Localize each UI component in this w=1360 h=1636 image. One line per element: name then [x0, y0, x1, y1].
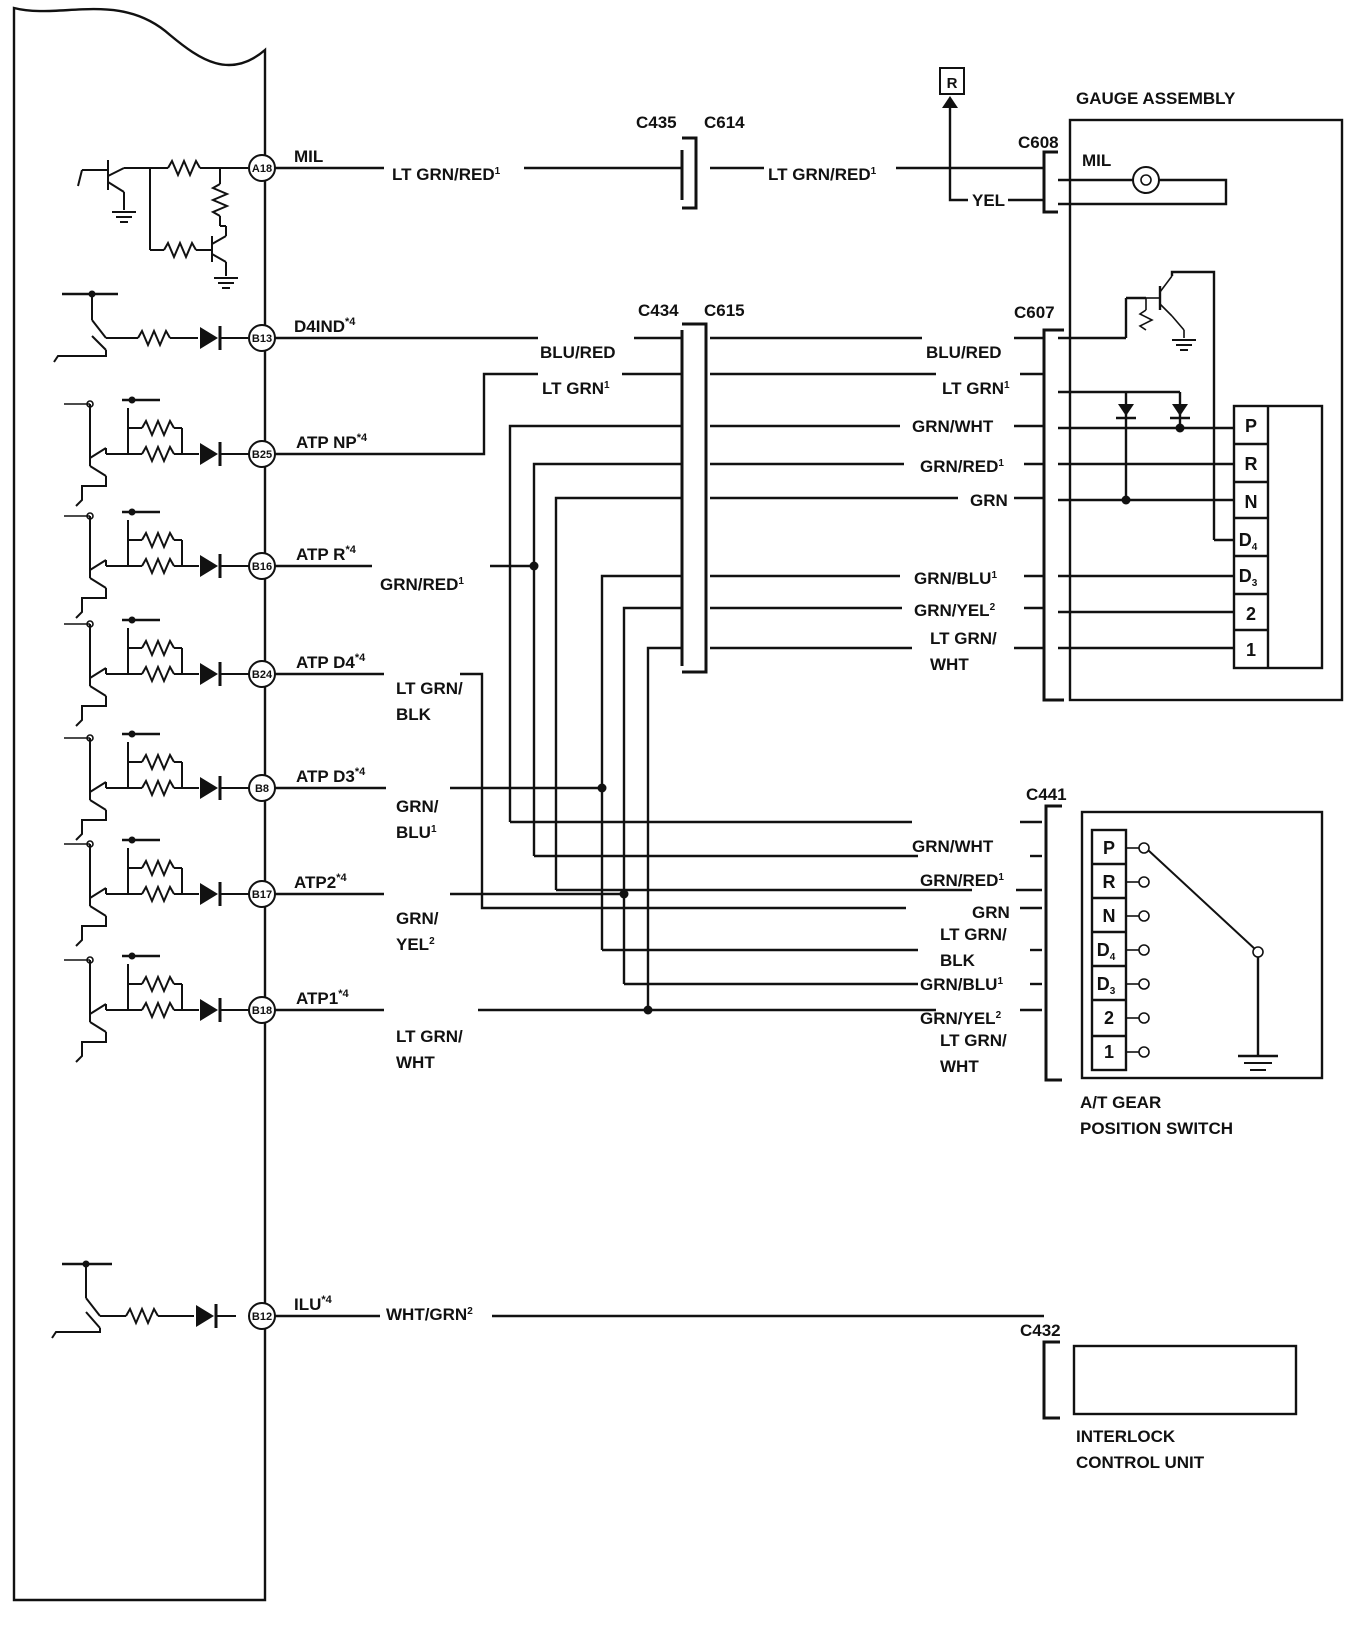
- svg-text:LT GRN/: LT GRN/: [940, 1031, 1007, 1050]
- svg-text:BLK: BLK: [396, 705, 432, 724]
- svg-text:GRN/RED1: GRN/RED1: [920, 457, 1004, 476]
- label-gauge-assembly: GAUGE ASSEMBLY: [1076, 89, 1236, 108]
- svg-text:BLU1: BLU1: [396, 823, 437, 842]
- signal-d4ind: D4IND*4: [294, 316, 356, 336]
- svg-text:LT GRN/: LT GRN/: [930, 629, 997, 648]
- ecm-outline: [12, 6, 267, 1602]
- label-c434: C434: [638, 301, 679, 320]
- label-c607: C607: [1014, 303, 1055, 322]
- signal-mil: MIL: [294, 147, 323, 166]
- svg-text:GRN/RED1: GRN/RED1: [380, 575, 464, 594]
- svg-text:N: N: [1245, 492, 1258, 512]
- svg-text:GRN/: GRN/: [396, 909, 439, 928]
- ecm-pin-circles: A18 B13 B25 B16 B24 B8 B17 B18 B12: [248, 154, 276, 1330]
- connector-brackets: [680, 136, 1064, 1420]
- svg-text:LT GRN/: LT GRN/: [396, 1027, 463, 1046]
- svg-text:GRN/BLU1: GRN/BLU1: [920, 975, 1003, 994]
- ecm-internal-circuits: [51, 160, 251, 1339]
- svg-text:P: P: [1245, 416, 1257, 436]
- label-c435: C435: [636, 113, 677, 132]
- label-gauge-mil: MIL: [1082, 151, 1111, 170]
- svg-text:GRN: GRN: [970, 491, 1008, 510]
- svg-text:BLU/RED: BLU/RED: [540, 343, 616, 362]
- svg-text:LT GRN/RED1: LT GRN/RED1: [768, 165, 877, 184]
- svg-text:GRN/WHT: GRN/WHT: [912, 837, 994, 856]
- component-labels: GAUGE ASSEMBLY MIL C435 C614 C608 C434 C…: [636, 89, 1236, 1472]
- svg-text:2: 2: [1104, 1008, 1114, 1028]
- svg-text:D3: D3: [1097, 974, 1116, 997]
- pin-b8: B8: [255, 783, 269, 795]
- svg-text:WHT/GRN2: WHT/GRN2: [386, 1305, 473, 1324]
- wire-paths: [275, 96, 1044, 1318]
- svg-text:GRN/YEL2: GRN/YEL2: [920, 1009, 1002, 1028]
- svg-text:D4: D4: [1097, 940, 1116, 963]
- pin-b18: B18: [252, 1005, 272, 1017]
- interlock-control-unit: [1072, 1344, 1298, 1416]
- svg-text:WHT: WHT: [940, 1057, 979, 1076]
- r-reference: R: [939, 67, 965, 95]
- gauge-assembly: P R N D4 D3 2 1: [1058, 118, 1344, 702]
- svg-text:GRN/RED1: GRN/RED1: [920, 871, 1004, 890]
- svg-text:LT GRN1: LT GRN1: [542, 379, 610, 398]
- svg-text:WHT: WHT: [930, 655, 969, 674]
- label-switch-1: A/T GEAR: [1080, 1093, 1161, 1112]
- svg-text:R: R: [947, 75, 958, 92]
- label-switch-2: POSITION SWITCH: [1080, 1119, 1233, 1138]
- pin-b16: B16: [252, 561, 272, 573]
- label-c441: C441: [1026, 785, 1067, 804]
- svg-text:N: N: [1103, 906, 1116, 926]
- svg-text:YEL2: YEL2: [396, 935, 435, 954]
- signal-ilu: ILU*4: [294, 1294, 333, 1314]
- svg-text:1: 1: [1246, 640, 1256, 660]
- signal-atp2: ATP2*4: [294, 872, 347, 892]
- label-c614: C614: [704, 113, 745, 132]
- svg-text:GRN/BLU1: GRN/BLU1: [914, 569, 997, 588]
- signal-atp-np: ATP NP*4: [296, 432, 368, 452]
- svg-text:BLU/RED: BLU/RED: [926, 343, 1002, 362]
- pin-b17: B17: [252, 889, 272, 901]
- svg-text:R: R: [1245, 454, 1258, 474]
- label-c615: C615: [704, 301, 745, 320]
- svg-text:LT GRN/: LT GRN/: [396, 679, 463, 698]
- svg-text:GRN/: GRN/: [396, 797, 439, 816]
- svg-text:R: R: [1103, 872, 1116, 892]
- svg-text:LT GRN/: LT GRN/: [940, 925, 1007, 944]
- label-c608: C608: [1018, 133, 1059, 152]
- ecm-signal-labels: MIL D4IND*4 ATP NP*4 ATP R*4 ATP D4*4 AT…: [294, 147, 368, 1314]
- pin-a18: A18: [252, 163, 272, 175]
- svg-text:YEL: YEL: [972, 191, 1005, 210]
- svg-text:GRN/YEL2: GRN/YEL2: [914, 601, 996, 620]
- signal-atp-d3: ATP D3*4: [296, 766, 366, 786]
- svg-text:D4: D4: [1239, 530, 1258, 553]
- label-c432: C432: [1020, 1321, 1061, 1340]
- pin-b24: B24: [252, 669, 273, 681]
- svg-text:GRN/WHT: GRN/WHT: [912, 417, 994, 436]
- svg-text:LT GRN1: LT GRN1: [942, 379, 1010, 398]
- svg-text:LT GRN/RED1: LT GRN/RED1: [392, 165, 501, 184]
- signal-atp-r: ATP R*4: [296, 544, 357, 564]
- signal-atp-d4: ATP D4*4: [296, 652, 366, 672]
- label-interlock-2: CONTROL UNIT: [1076, 1453, 1205, 1472]
- svg-text:GRN: GRN: [972, 903, 1010, 922]
- pin-b12: B12: [252, 1311, 272, 1323]
- signal-atp1: ATP1*4: [296, 988, 349, 1008]
- label-interlock-1: INTERLOCK: [1076, 1427, 1176, 1446]
- svg-text:D3: D3: [1239, 566, 1258, 589]
- svg-text:BLK: BLK: [940, 951, 976, 970]
- svg-text:2: 2: [1246, 604, 1256, 624]
- svg-text:P: P: [1103, 838, 1115, 858]
- svg-text:1: 1: [1104, 1042, 1114, 1062]
- svg-text:WHT: WHT: [396, 1053, 435, 1072]
- pin-b13: B13: [252, 333, 272, 345]
- gear-position-switch: P R N D4 D3 2 1: [1080, 810, 1324, 1080]
- pin-b25: B25: [252, 449, 272, 461]
- wire-labels: LT GRN/RED1 LT GRN/RED1 YEL BLU/RED BLU/…: [380, 165, 1010, 1324]
